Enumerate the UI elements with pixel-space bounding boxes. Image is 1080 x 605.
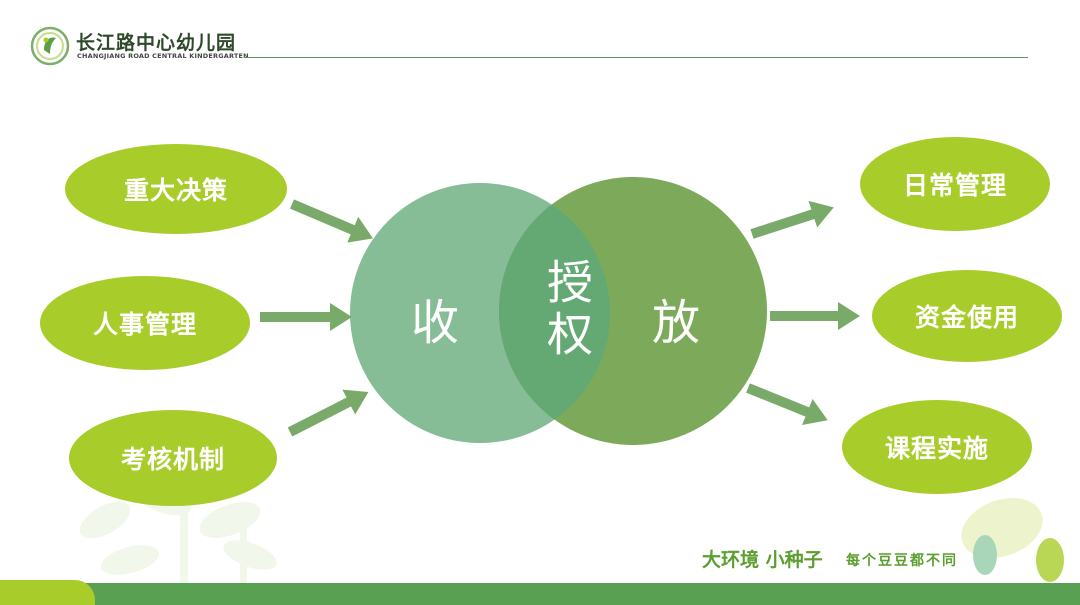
left-circle-label: 收: [411, 295, 460, 351]
input-arrows: [260, 199, 374, 437]
bottom-bar-accent: [0, 580, 95, 605]
output-pill-daily-management: 日常管理: [860, 137, 1050, 231]
output-arrows: [746, 200, 860, 425]
school-name-english: CHANGJIANG ROAD CENTRAL KINDERGARTEN: [77, 52, 249, 60]
kindergarten-logo: [30, 26, 70, 66]
overlap-region: [499, 183, 610, 443]
arrow-out-2: [770, 302, 860, 330]
arrow-in-3: [287, 389, 369, 437]
bottom-bar: [0, 583, 1080, 605]
arrow-out-1: [750, 200, 834, 239]
school-name: 长江路中心幼儿园: [76, 32, 237, 54]
header-divider: [244, 57, 1028, 58]
output-pill-curriculum: 课程实施: [842, 400, 1032, 494]
arrow-in-2: [260, 303, 352, 331]
overlap-label: 授权: [540, 258, 594, 362]
footer-slogan-sub: 每个豆豆都不同: [846, 553, 958, 569]
input-pill-major-decisions: 重大决策: [65, 144, 287, 234]
arrow-out-3: [746, 383, 828, 425]
input-pill-personnel: 人事管理: [40, 276, 250, 370]
output-pill-funds-usage: 资金使用: [872, 270, 1062, 362]
input-pill-assessment: 考核机制: [69, 410, 277, 506]
arrow-in-1: [290, 199, 374, 243]
right-circle-label: 放: [652, 295, 701, 351]
footer-slogan: 大环境 小种子: [702, 549, 823, 571]
